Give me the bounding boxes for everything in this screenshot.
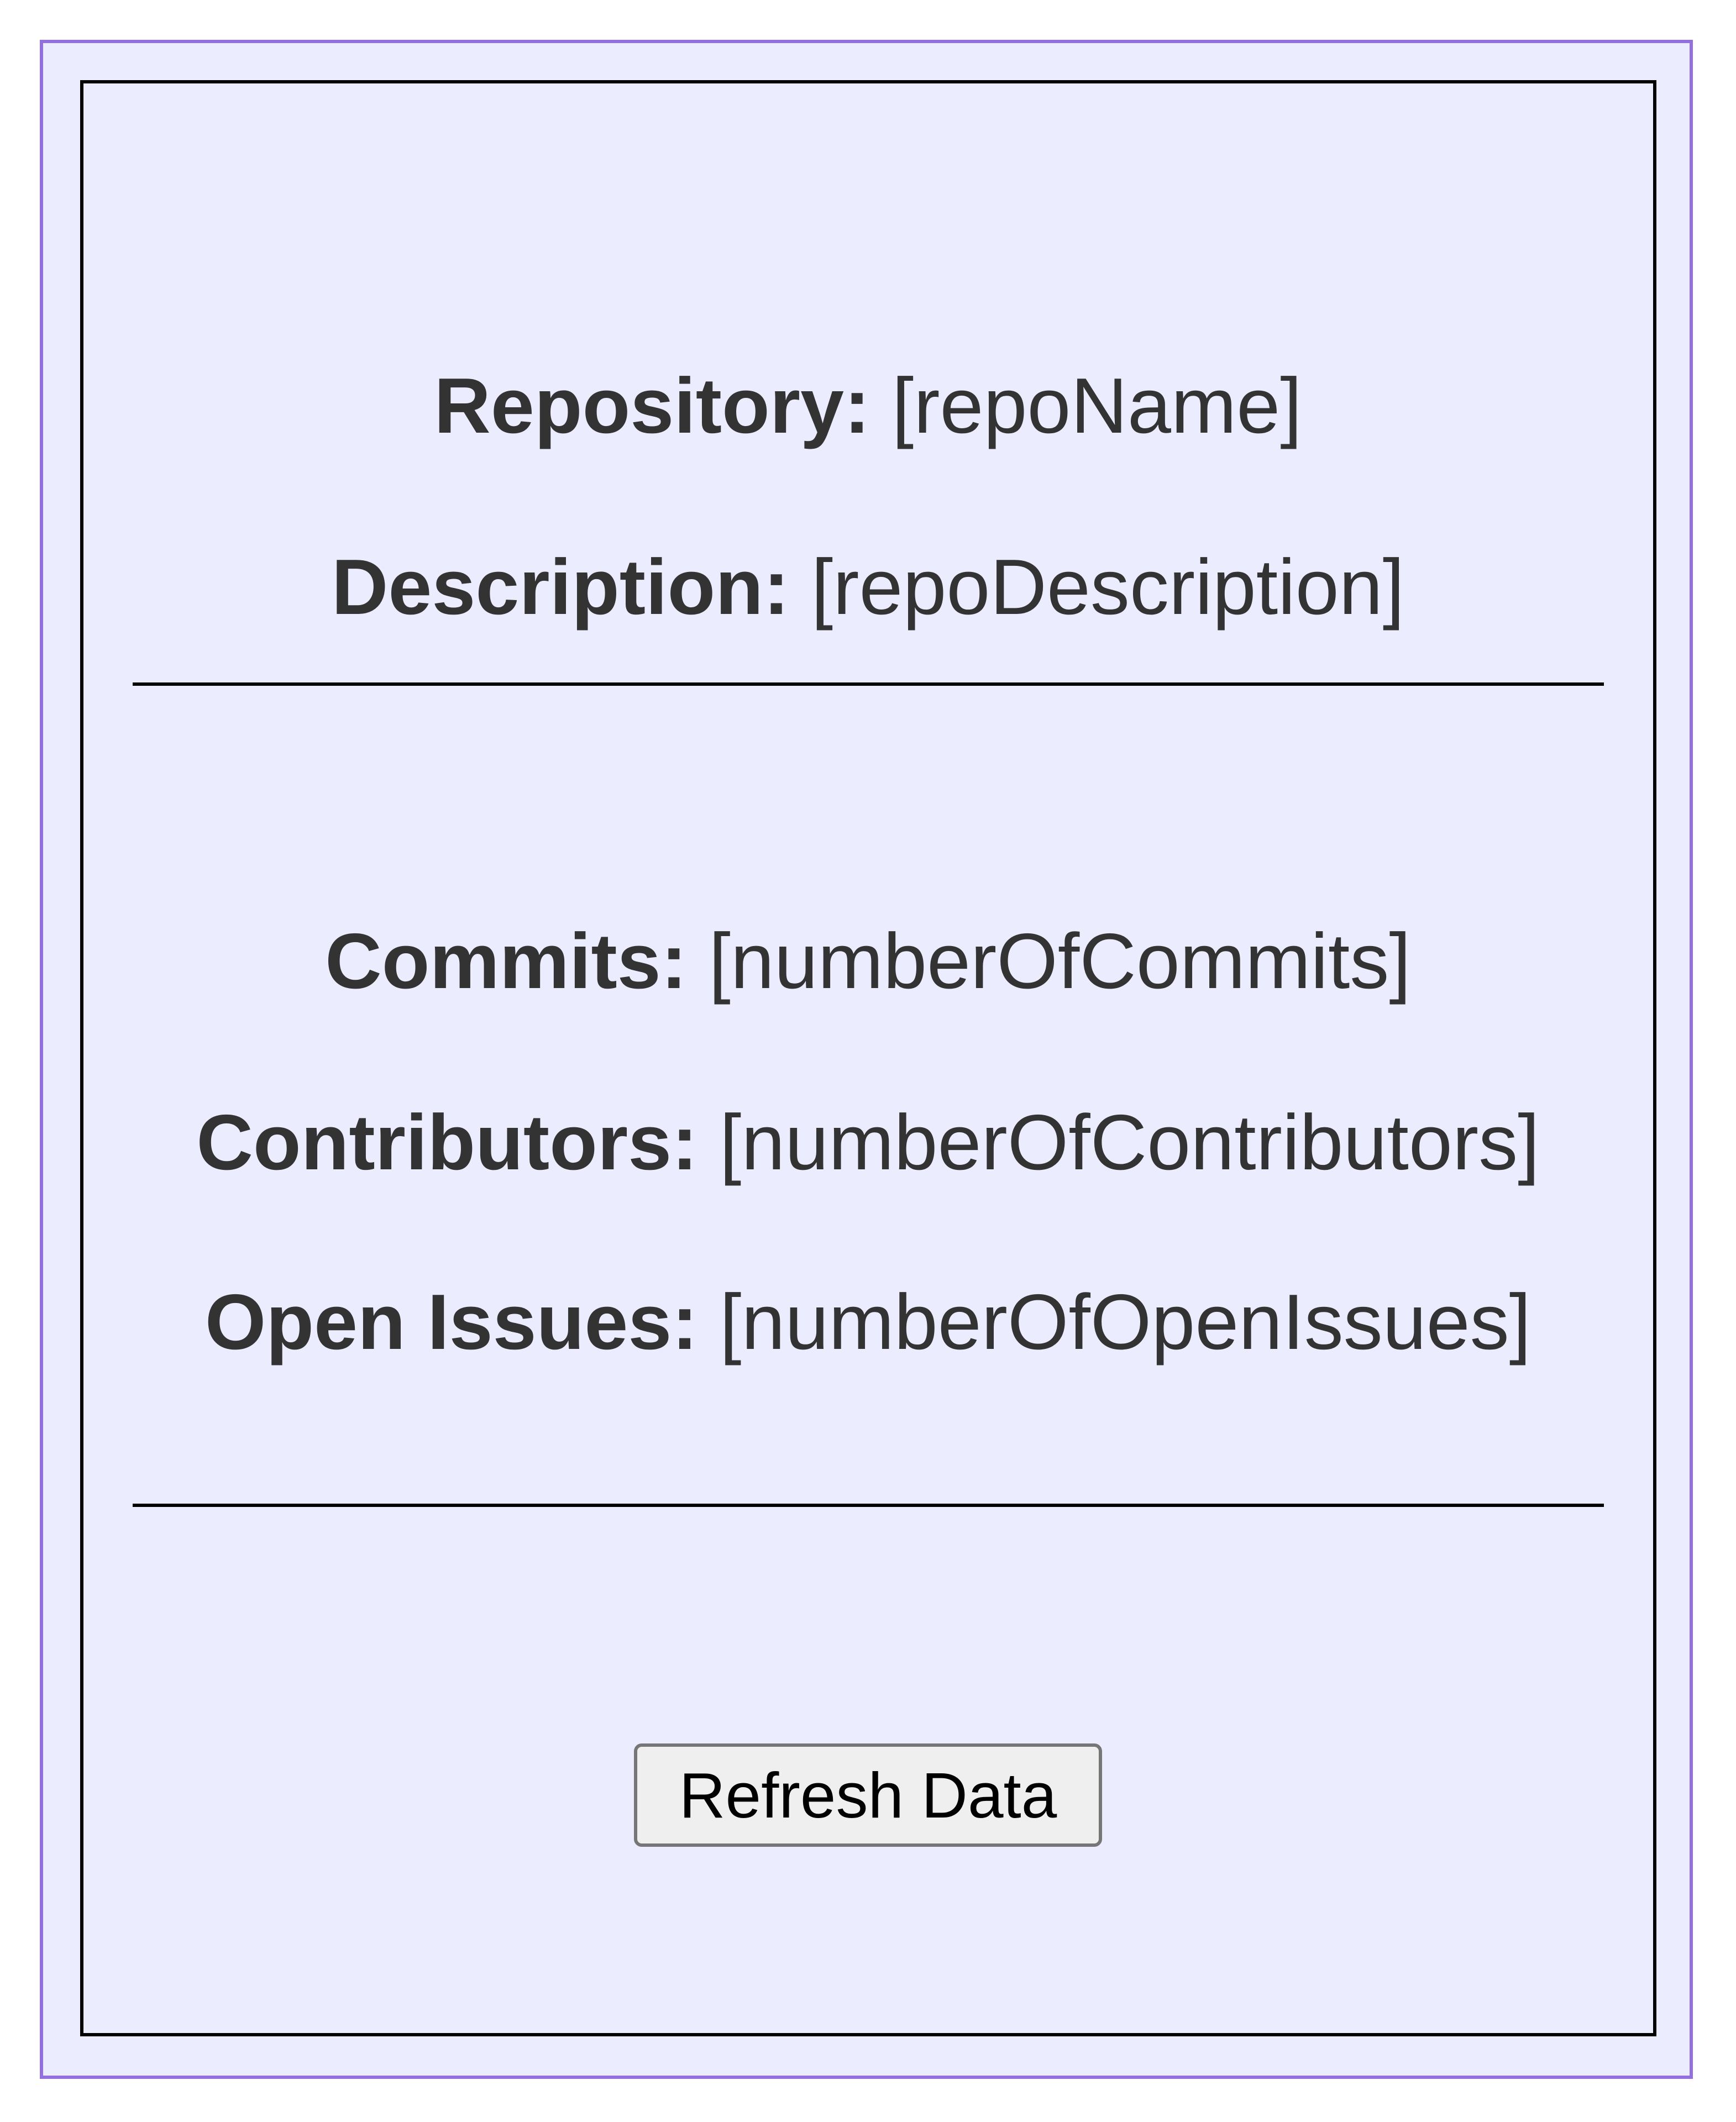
open-issues-row: Open Issues: [numberOfOpenIssues] <box>0 1278 1736 1367</box>
repo-description-value: [repoDescription] <box>811 543 1405 631</box>
contributors-value: [numberOfContributors] <box>719 1099 1540 1186</box>
refresh-data-button[interactable]: Refresh Data <box>634 1743 1102 1847</box>
repo-description-label: Description: <box>331 543 790 631</box>
commits-label: Commits: <box>325 917 687 1005</box>
outer-frame <box>40 40 1693 2079</box>
divider-bottom <box>133 1504 1604 1507</box>
contributors-row: Contributors: [numberOfContributors] <box>0 1099 1736 1187</box>
commits-value: [numberOfCommits] <box>709 917 1411 1005</box>
repo-name-row: Repository: [repoName] <box>0 362 1736 450</box>
repo-card <box>80 80 1656 2036</box>
repo-name-value: [repoName] <box>891 362 1302 450</box>
repo-description-row: Description: [repoDescription] <box>0 543 1736 632</box>
commits-row: Commits: [numberOfCommits] <box>0 917 1736 1006</box>
open-issues-value: [numberOfOpenIssues] <box>720 1278 1532 1366</box>
divider-top <box>133 682 1604 686</box>
contributors-label: Contributors: <box>196 1099 698 1186</box>
repo-name-label: Repository: <box>434 362 870 450</box>
open-issues-label: Open Issues: <box>204 1278 698 1366</box>
